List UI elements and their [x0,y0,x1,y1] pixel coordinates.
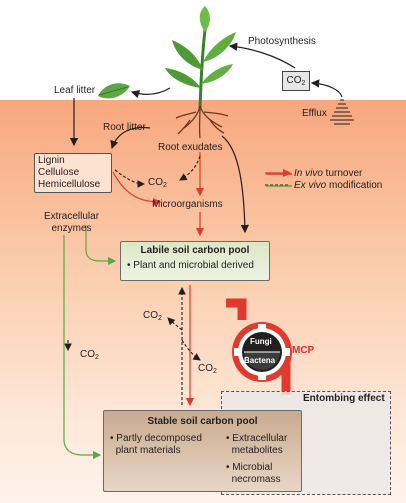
plant-icon [165,6,236,139]
stable-pool-box: Stable soil carbon pool • Partly decompo… [103,410,302,492]
lignin-box: Lignin Cellulose Hemicellulose [34,153,112,193]
microorganisms-label: Microorganisms [152,199,223,210]
stable-item-necromass: • Microbial necromass [226,462,281,485]
fungi-label: Fungi [250,337,272,346]
root-litter-label: Root litter [103,122,146,133]
mcp-pump-icon [226,298,292,395]
hemicellulose-label: Hemicellulose [38,179,101,190]
bacteria-label: Bactena [244,356,276,365]
co2-label-b: CO2 [143,310,162,322]
labile-pool-box: Labile soil carbon pool • Plant and micr… [120,241,270,281]
cellulose-label: Cellulose [38,167,80,178]
lignin-label: Lignin [38,155,65,166]
efflux-icon [330,99,354,125]
co2-label-c: CO2 [198,363,217,375]
photosynthesis-label: Photosynthesis [248,36,316,47]
co2-box: CO2 [282,71,310,91]
labile-pool-item: • Plant and microbial derived [127,260,254,271]
leaf-litter-label: Leaf litter [54,85,96,96]
stable-item-metabolites: • Extracellular metabolites [226,433,288,456]
stable-pool-title: Stable soil carbon pool [147,416,258,427]
leaf-litter-icon [98,83,130,99]
extracellular-enzymes-label: Extracellular enzymes [44,211,100,234]
root-exudates-label: Root exudates [158,142,223,153]
co2-label-a: CO2 [148,177,167,189]
co2-label-d: CO2 [80,349,99,361]
stable-item-plant: • Partly decomposed plant materials [110,433,202,456]
mcp-label: MCP [292,345,315,356]
legend-in-vivo: In vivo turnover [294,168,363,179]
entombing-label: Entombing effect [303,393,385,404]
labile-pool-title: Labile soil carbon pool [140,245,250,256]
efflux-label: Efflux [302,108,327,119]
legend-ex-vivo: Ex vivo modification [294,180,383,191]
